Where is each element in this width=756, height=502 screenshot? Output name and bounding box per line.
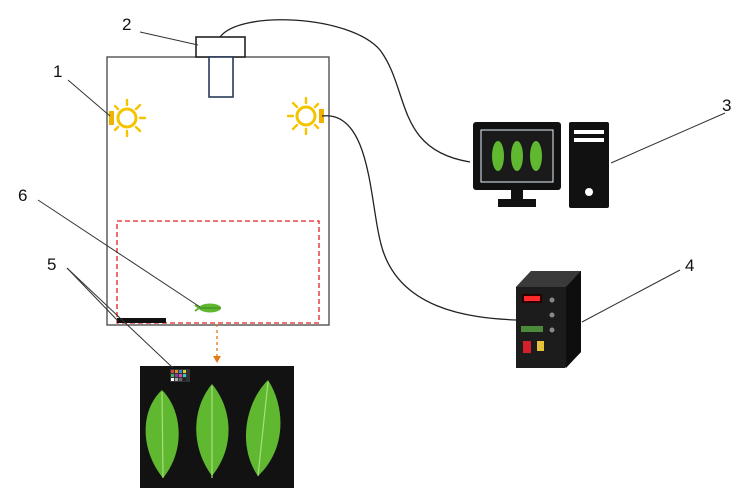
- camera-icon: [195, 36, 246, 98]
- photo-leaf-1: [145, 390, 179, 479]
- lamp-left-icon: [109, 98, 147, 138]
- leader-lines: [37, 31, 726, 369]
- light-controller-icon: [516, 271, 581, 368]
- projection-arrow: [213, 324, 221, 363]
- callout-6: 6: [18, 186, 27, 205]
- photo-leaf-3: [245, 380, 281, 477]
- color-card-bar: [117, 318, 166, 323]
- computer-icon: [473, 122, 609, 208]
- lamp-right-icon: [286, 96, 324, 136]
- leaf-photo: [140, 366, 294, 488]
- callout-5: 5: [47, 255, 56, 274]
- lamp-cable: [321, 115, 517, 321]
- callout-3: 3: [722, 96, 731, 115]
- color-card-icon: [170, 369, 190, 382]
- callout-4: 4: [685, 256, 694, 275]
- roi-dashed-box: [116, 220, 320, 324]
- photo-leaf-2: [196, 384, 229, 478]
- camera-cable: [219, 19, 471, 163]
- leaf-icon: [194, 303, 221, 313]
- callout-2: 2: [122, 15, 131, 34]
- callout-1: 1: [53, 62, 62, 81]
